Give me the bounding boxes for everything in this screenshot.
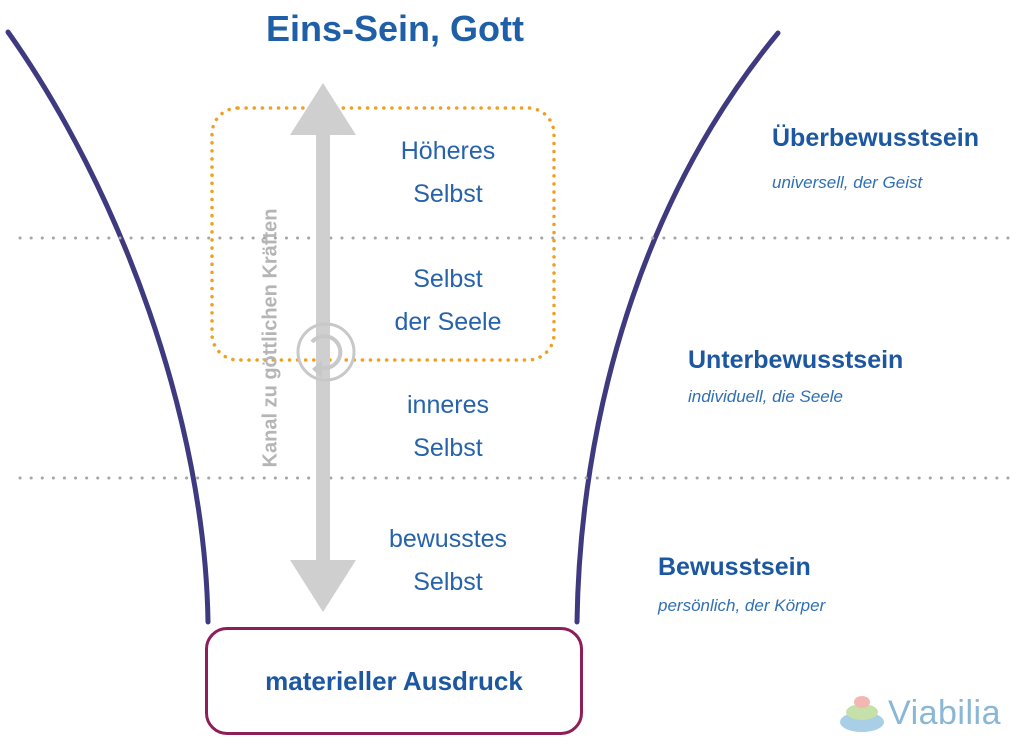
viabilia-logo-text: Viabilia bbox=[888, 694, 1002, 732]
material-expression-box: materieller Ausdruck bbox=[205, 627, 583, 735]
level-name-subconscious: Unterbewusstsein bbox=[688, 346, 904, 374]
inner-label-line1: Höheres bbox=[400, 137, 496, 165]
higher-self-dotted-box bbox=[210, 106, 556, 362]
material-expression-label: materieller Ausdruck bbox=[265, 665, 523, 696]
inner-label-line1: bewusstes bbox=[388, 525, 508, 553]
inner-label-line2: der Seele bbox=[394, 308, 502, 336]
inner-label-line2: Selbst bbox=[413, 434, 483, 462]
inner-label-line1: Selbst bbox=[413, 265, 483, 293]
inner-label-inner-self: inneres Selbst bbox=[348, 384, 548, 470]
diagram-title: Eins-Sein, Gott bbox=[265, 8, 524, 49]
viabilia-logo-icon bbox=[840, 696, 884, 732]
inner-label-higher-self: Höheres Selbst bbox=[348, 130, 548, 216]
cycle-icon bbox=[296, 322, 356, 382]
level-desc-subconscious: individuell, die Seele bbox=[688, 387, 843, 406]
inner-label-line2: Selbst bbox=[413, 568, 483, 596]
inner-label-soul-self: Selbst der Seele bbox=[348, 258, 548, 344]
inner-label-conscious-self: bewusstes Selbst bbox=[348, 518, 548, 604]
channel-double-arrow bbox=[290, 83, 356, 612]
level-name-conscious: Bewusstsein bbox=[658, 553, 811, 581]
inner-label-line2: Selbst bbox=[413, 180, 483, 208]
level-desc-conscious: persönlich, der Körper bbox=[658, 596, 826, 615]
funnel-left-wall bbox=[5, 29, 211, 625]
channel-label: Kanal zu göttlichen Kräften bbox=[259, 208, 282, 468]
inner-label-line1: inneres bbox=[407, 391, 489, 419]
level-name-superconscious: Überbewusstsein bbox=[772, 124, 980, 152]
funnel-right-wall bbox=[574, 30, 781, 625]
level-desc-superconscious: universell, der Geist bbox=[772, 173, 923, 192]
